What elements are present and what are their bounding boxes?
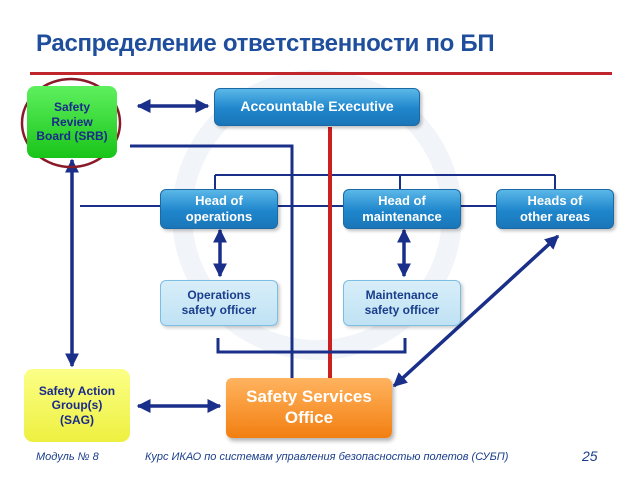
heads-other-areas-box: Heads of other areas [496,189,614,229]
srb-highlight-circle [20,77,122,169]
footer-course: Курс ИКАО по системам управления безопас… [145,451,509,463]
srb-box: Safety Review Board (SRB) [27,86,117,158]
head-operations-box: Head of operations [160,189,278,229]
sag-box: Safety Action Group(s) (SAG) [24,369,130,442]
arrow-sso-heads-other [392,234,560,388]
page-number: 25 [582,448,598,464]
officers-link-line [216,338,407,354]
maint-safety-officer-box: Maintenance safety officer [343,280,461,326]
accountable-executive-box: Accountable Executive [214,88,420,126]
title-rule [30,72,612,75]
head-maintenance-box: Head of maintenance [343,189,461,229]
slide-title: Распределение ответственности по БП [36,30,495,57]
footer-module: Модуль № 8 [36,451,99,463]
ops-safety-officer-box: Operations safety officer [160,280,278,326]
srb-to-sso-line [130,144,294,378]
safety-services-office-box: Safety Services Office [226,378,392,438]
